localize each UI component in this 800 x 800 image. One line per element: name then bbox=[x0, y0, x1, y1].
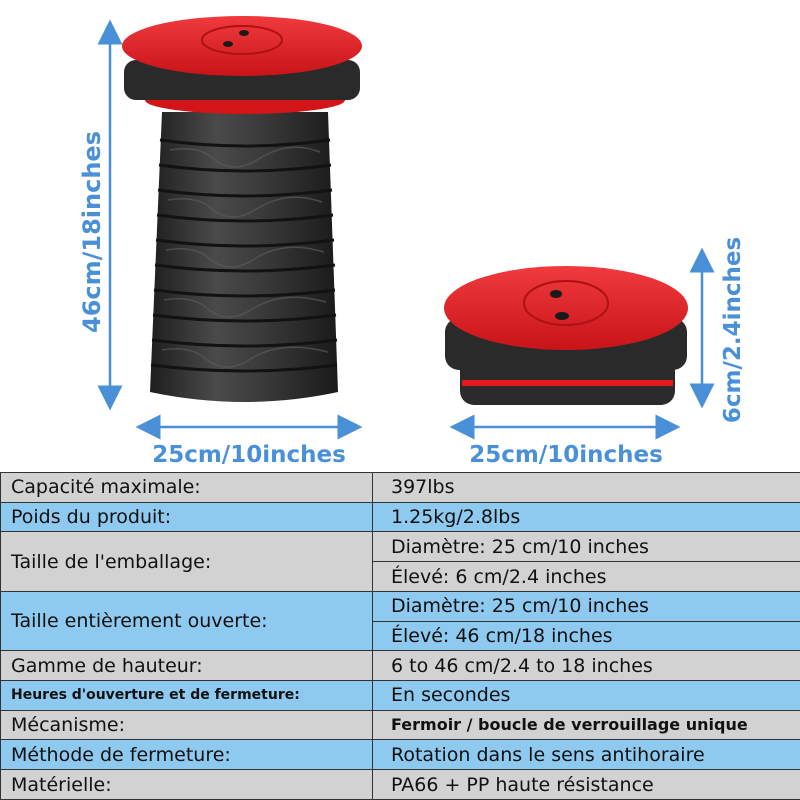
spec-value: En secondes bbox=[372, 680, 800, 711]
spec-row-weight: Poids du produit: 1.25kg/2.8lbs bbox=[0, 501, 800, 533]
closed-height-label: 6cm/2.4inches bbox=[720, 237, 746, 423]
spec-label: Mécanisme: bbox=[0, 709, 373, 741]
spec-value: Élevé: 6 cm/2.4 inches bbox=[372, 561, 800, 592]
spec-value: Rotation dans le sens antihoraire bbox=[372, 739, 800, 771]
stool-body bbox=[150, 112, 338, 402]
spec-label: Capacité maximale: bbox=[0, 472, 373, 503]
spec-value: Diamètre: 25 cm/10 inches bbox=[372, 590, 800, 622]
spec-label: Matérielle: bbox=[0, 769, 373, 800]
spec-value: 1.25kg/2.8lbs bbox=[372, 501, 800, 533]
spec-label: Taille entièrement ouverte: bbox=[0, 590, 373, 652]
spec-label: Gamme de hauteur: bbox=[0, 650, 373, 682]
seat-top bbox=[444, 266, 688, 350]
spec-label: Poids du produit: bbox=[0, 501, 373, 533]
spec-row-closing: Méthode de fermeture: Rotation dans le s… bbox=[0, 739, 800, 771]
spec-row-open: Taille entièrement ouverte: Diamètre: 25… bbox=[0, 590, 800, 652]
stool-segments bbox=[150, 138, 338, 373]
spec-row-capacity: Capacité maximale: 397lbs bbox=[0, 472, 800, 503]
closed-width-label: 25cm/10inches bbox=[469, 442, 663, 468]
spec-row-material: Matérielle: PA66 + PP haute résistance bbox=[0, 769, 800, 800]
spec-value: Fermoir / boucle de verrouillage unique bbox=[372, 709, 800, 741]
spec-value: Diamètre: 25 cm/10 inches bbox=[372, 531, 800, 563]
open-stool bbox=[122, 16, 362, 402]
spec-row-time: Heures d'ouverture et de fermeture: En s… bbox=[0, 680, 800, 711]
spec-value: 6 to 46 cm/2.4 to 18 inches bbox=[372, 650, 800, 682]
product-illustration: 46cm/18inches 25cm/10inches 6cm/2.4inche… bbox=[78, 16, 746, 468]
spec-table: Capacité maximale: 397lbs Poids du produ… bbox=[0, 472, 800, 800]
spec-label: Méthode de fermeture: bbox=[0, 739, 373, 771]
spec-value: PA66 + PP haute résistance bbox=[372, 769, 800, 800]
spec-label: Heures d'ouverture et de fermeture: bbox=[0, 680, 373, 711]
seat-top bbox=[122, 16, 362, 76]
spec-value: 397lbs bbox=[372, 472, 800, 503]
spec-row-package: Taille de l'emballage: Diamètre: 25 cm/1… bbox=[0, 531, 800, 592]
spec-value: Élevé: 46 cm/18 inches bbox=[372, 620, 800, 652]
open-width-label: 25cm/10inches bbox=[152, 442, 346, 468]
spec-row-range: Gamme de hauteur: 6 to 46 cm/2.4 to 18 i… bbox=[0, 650, 800, 682]
spec-label: Taille de l'emballage: bbox=[0, 531, 373, 592]
open-height-label: 46cm/18inches bbox=[78, 131, 106, 333]
spec-row-mechanism: Mécanisme: Fermoir / boucle de verrouill… bbox=[0, 709, 800, 741]
closed-stool bbox=[444, 266, 688, 405]
